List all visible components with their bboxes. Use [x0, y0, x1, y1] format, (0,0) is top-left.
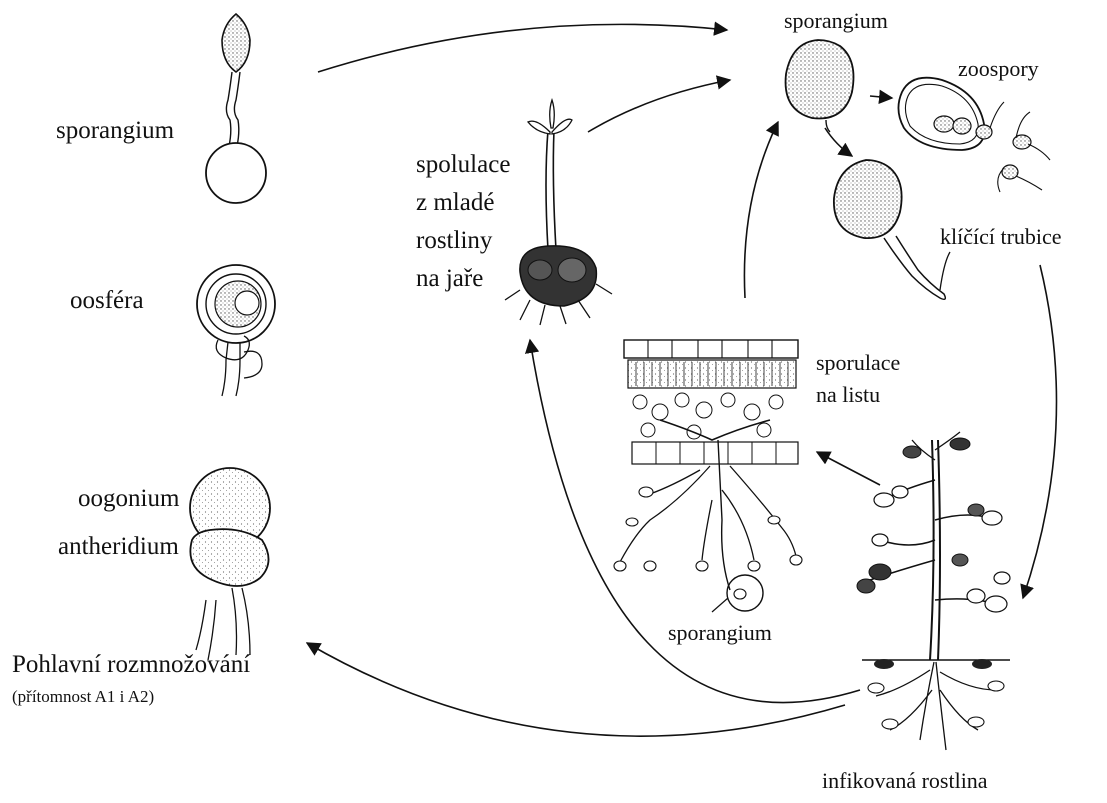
leaf-section-drawing	[614, 340, 802, 612]
label-sporulace-1: sporulace	[816, 352, 900, 374]
label-left-sporangium: sporangium	[56, 118, 174, 143]
infected-plant-drawing	[857, 432, 1010, 750]
label-top-sporangium: sporangium	[784, 10, 888, 32]
zoospores-drawing	[898, 78, 1050, 192]
label-oosfera: oosféra	[70, 288, 144, 313]
label-sexual-title: Pohlavní rozmnožování	[12, 652, 250, 677]
arrow-plant-to-seedling	[530, 340, 860, 703]
arrow-germtube-to-plant	[1023, 265, 1056, 598]
label-oogonium: oogonium	[78, 486, 179, 511]
label-zoospory: zoospory	[958, 58, 1039, 80]
label-spolulace-1: spolulace	[416, 152, 510, 177]
top-sporangium-drawing	[786, 40, 854, 132]
label-sexual-note: (přítomnost A1 i A2)	[12, 688, 154, 705]
label-spolulace-2: z mladé	[416, 190, 494, 215]
arrow-top-to-sporangium	[318, 24, 727, 72]
label-spolulace-4: na jaře	[416, 266, 483, 291]
label-spolulace-3: rostliny	[416, 228, 492, 253]
label-bottom-sporangium: sporangium	[668, 622, 772, 644]
label-infikovana-rostlina: infikovaná rostlina	[822, 770, 988, 792]
germtube-sporangium-drawing	[834, 160, 950, 299]
seedling-drawing	[505, 100, 612, 325]
arrow-sporangium-to-germtube	[825, 128, 852, 156]
oosfera-drawing	[197, 265, 275, 396]
arrow-sporangium-to-zoospores	[870, 96, 892, 98]
arrow-leaf-to-sporangium	[744, 122, 778, 298]
arrow-seedling-to-sporangium	[588, 80, 730, 132]
label-antheridium: antheridium	[58, 534, 179, 559]
oogonium-antheridium-drawing	[190, 468, 270, 660]
arrow-plant-to-leaf	[817, 452, 880, 485]
arrow-plant-to-sexual	[307, 643, 845, 736]
label-klicici-trubice: klíčící trubice	[940, 226, 1062, 248]
label-sporulace-2: na listu	[816, 384, 880, 406]
left-sporangium-drawing	[206, 14, 266, 203]
